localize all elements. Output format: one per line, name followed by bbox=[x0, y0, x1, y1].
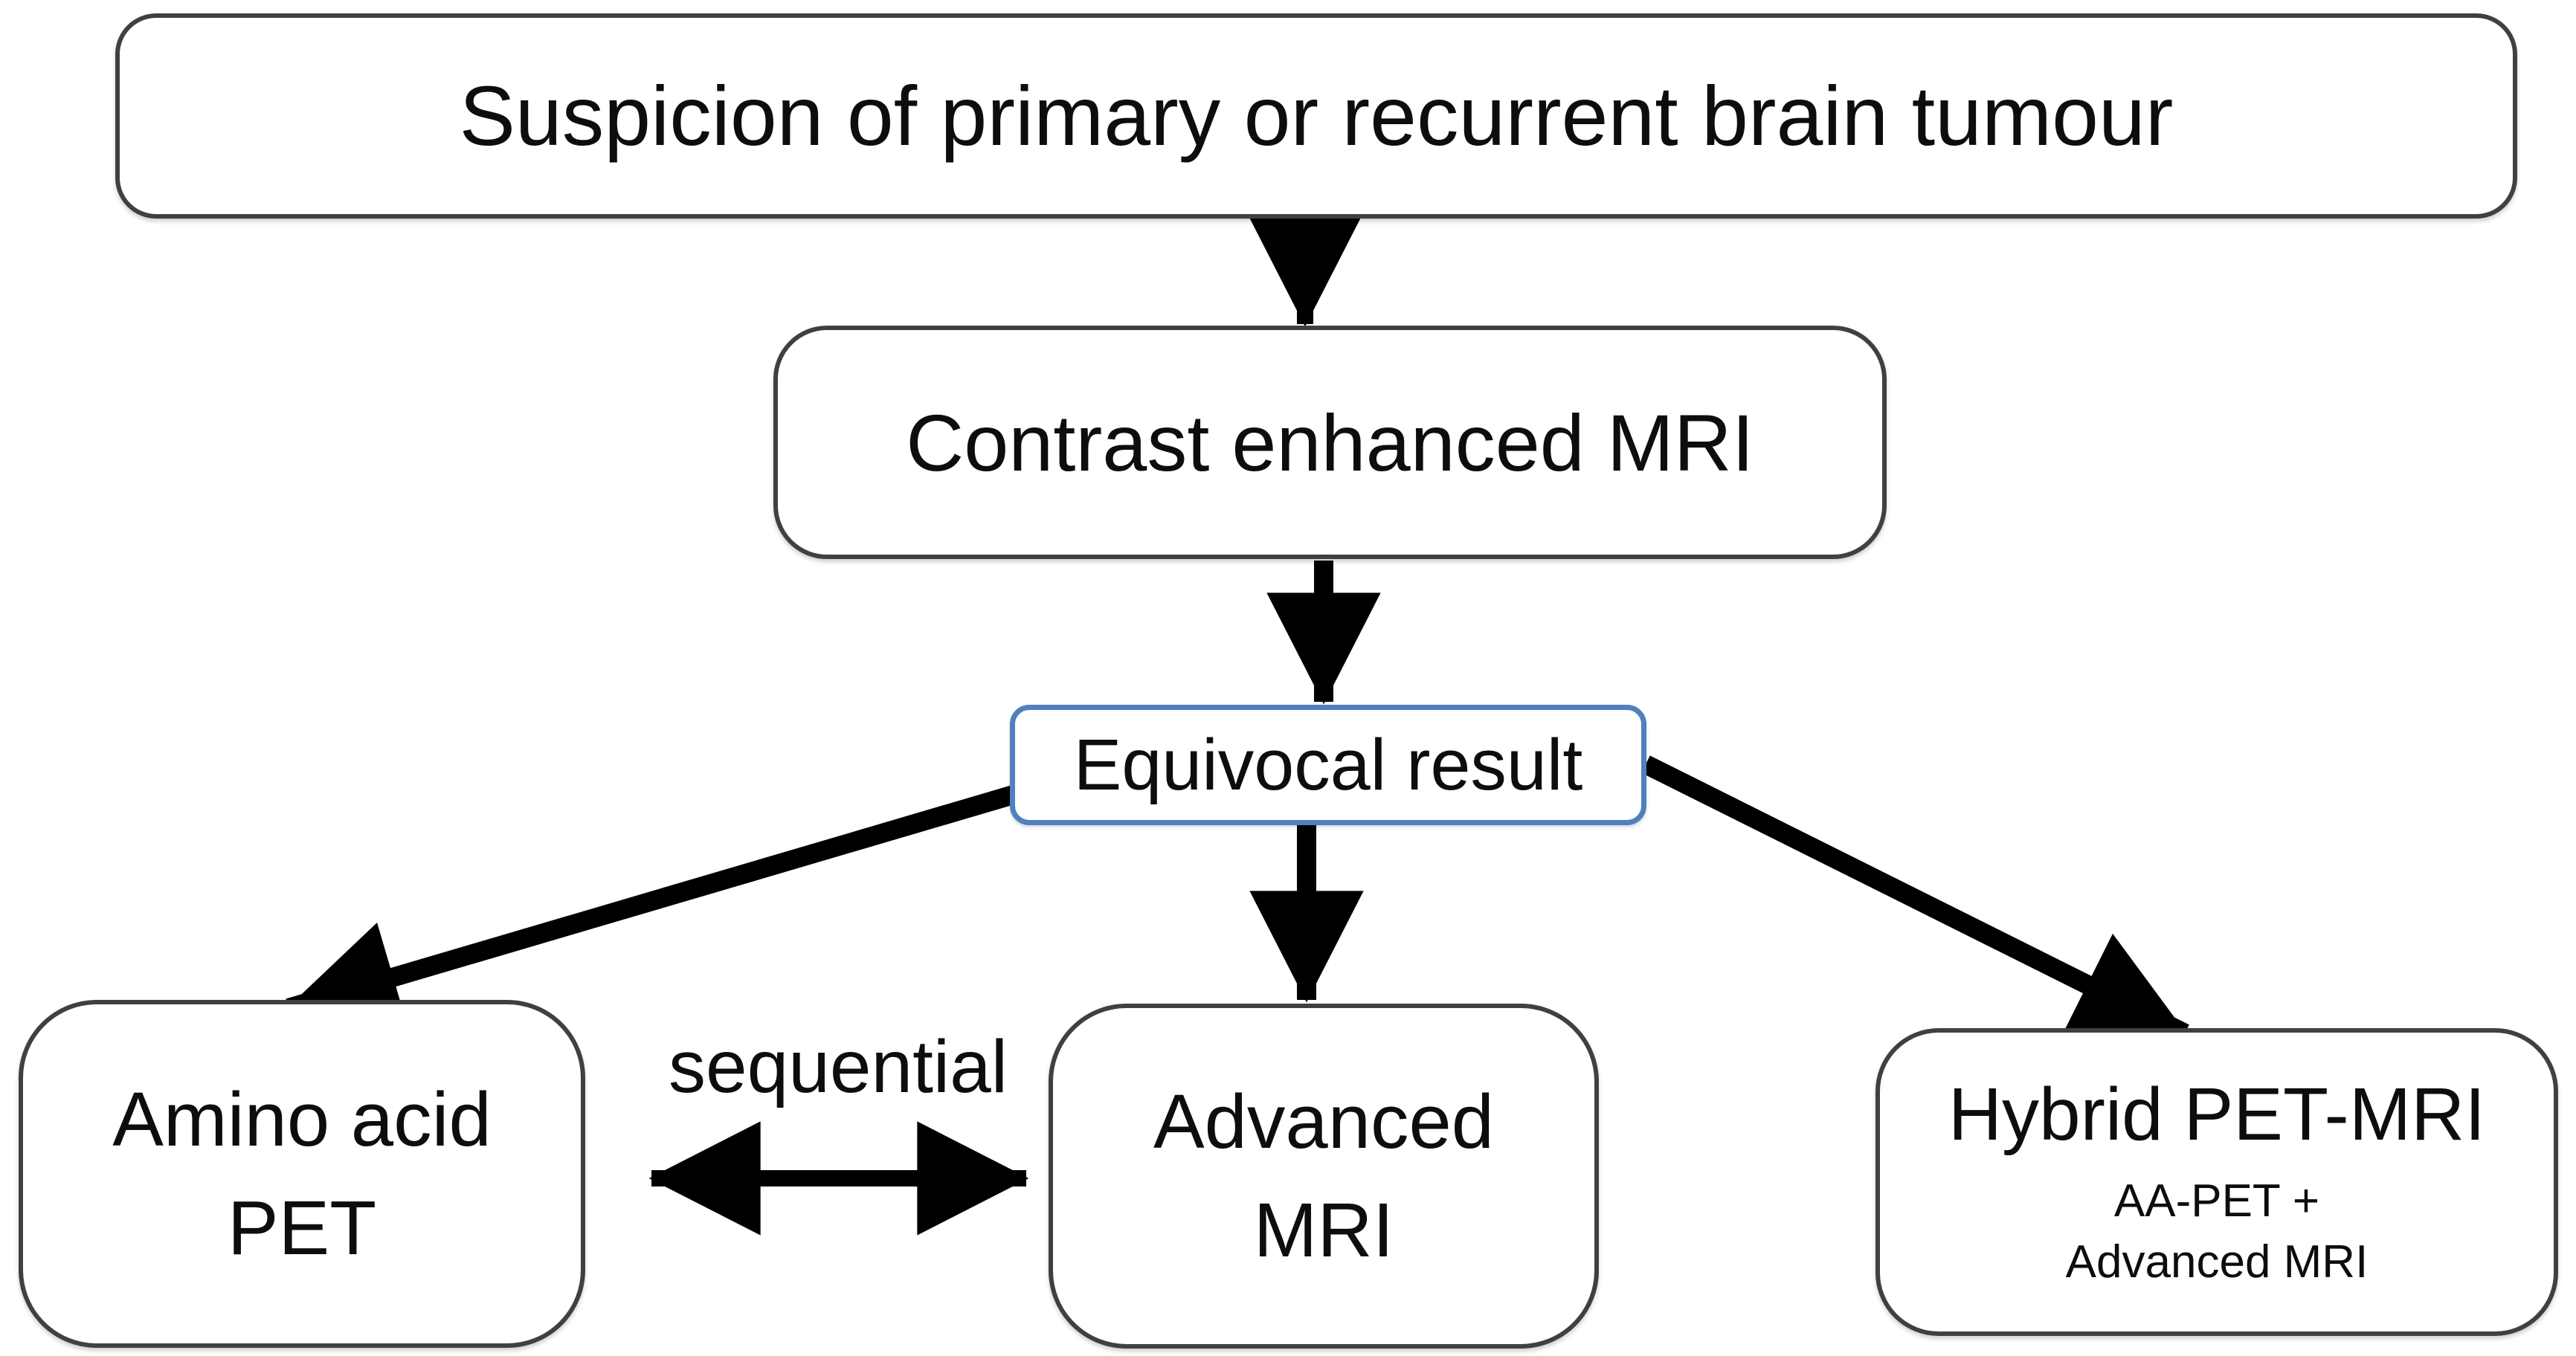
node-contrast-enhanced-mri-label: Contrast enhanced MRI bbox=[906, 397, 1754, 488]
node-equivocal-result-label: Equivocal result bbox=[1073, 724, 1583, 805]
arrow-equivocal-to-hybrid-pet-mri bbox=[1641, 755, 2189, 1042]
node-advanced-mri: Advanced MRI bbox=[1049, 1004, 1599, 1349]
node-hybrid-pet-mri-subline1: AA-PET + bbox=[2113, 1175, 2320, 1227]
node-amino-acid-pet: Amino acid PET bbox=[19, 1000, 585, 1348]
node-advanced-mri-line2: MRI bbox=[1253, 1187, 1394, 1273]
sequential-connector-label: sequential bbox=[669, 1025, 1008, 1108]
node-suspicion-label: Suspicion of primary or recurrent brain … bbox=[459, 69, 2174, 163]
node-hybrid-pet-mri: Hybrid PET-MRI AA-PET + Advanced MRI bbox=[1875, 1028, 2558, 1336]
arrow-equivocal-to-amino-pet bbox=[286, 777, 1044, 1033]
node-suspicion: Suspicion of primary or recurrent brain … bbox=[115, 13, 2517, 219]
node-hybrid-pet-mri-title: Hybrid PET-MRI bbox=[1948, 1072, 2486, 1156]
node-advanced-mri-line1: Advanced bbox=[1153, 1078, 1495, 1164]
node-hybrid-pet-mri-subline2: Advanced MRI bbox=[2065, 1236, 2369, 1288]
node-amino-acid-pet-line2: PET bbox=[227, 1185, 377, 1271]
node-amino-acid-pet-line1: Amino acid bbox=[112, 1076, 492, 1162]
node-contrast-enhanced-mri: Contrast enhanced MRI bbox=[773, 326, 1887, 559]
node-equivocal-result: Equivocal result bbox=[1010, 705, 1646, 825]
